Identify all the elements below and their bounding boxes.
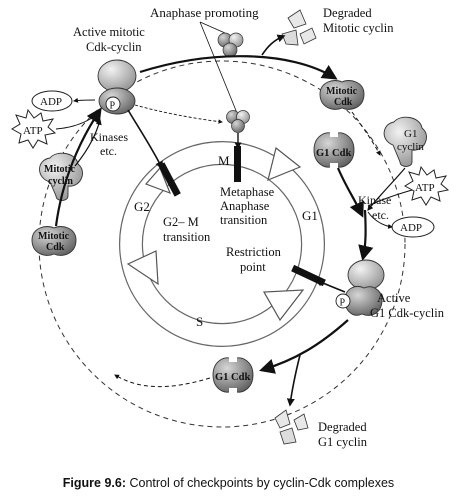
figure-caption: Figure 9.6: Control of checkpoints by cy…: [0, 476, 457, 490]
mitotic-cdk-right: Mitotic Cdk: [319, 80, 365, 110]
g1-cyclin: G1 cyclin: [383, 116, 427, 167]
figure-caption-text: Control of checkpoints by cyclin-Cdk com…: [126, 476, 395, 490]
g2m-transition-label: transition: [163, 230, 211, 244]
g2m-label: G2– M: [163, 215, 199, 229]
mitotic-cdk-right-label-2: Cdk: [334, 97, 353, 108]
anaphase-promoting-complex-bottom: [226, 110, 250, 133]
g1-cdk-top: G1 Cdk: [313, 128, 355, 172]
atp-left-burst: ATP: [11, 108, 57, 149]
phase-g1-label: G1: [302, 208, 318, 223]
adp-left-label: ADP: [40, 96, 62, 108]
phase-s-label: S: [196, 314, 203, 329]
anaphase-promoting-complex-top: [217, 32, 244, 58]
ring-arrowhead-right: [262, 289, 305, 322]
g1-cdk-bottom-label: G1 Cdk: [215, 372, 250, 383]
outer-dashed-cycle: [38, 60, 406, 428]
phase-g2-label: G2: [134, 199, 150, 214]
phase-m-label: M: [218, 153, 230, 168]
mitotic-cdk-right-label-1: Mitotic: [326, 86, 358, 97]
degraded-mitotic-cyclin-fragments: [281, 9, 317, 46]
g1-cdk-top-label: G1 Cdk: [316, 148, 351, 159]
adp-right-label: ADP: [400, 222, 422, 234]
active-g1-cdk-cyclin-complex: P: [335, 259, 385, 316]
atp-right-burst: ATP: [404, 165, 450, 206]
kinase-right-label: Kinase: [358, 193, 391, 207]
arrow-active-to-mitotic-cdk: [139, 55, 338, 80]
degraded-g1-cyclin-label: G1 cyclin: [318, 435, 368, 449]
metaphase-label: Metaphase: [220, 185, 275, 199]
degraded-g1-cyclin-fragments: [274, 409, 309, 445]
active-g1-cdk-cyclin-label: G1 Cdk-cyclin: [370, 306, 445, 320]
degraded-mitotic-label: Degraded: [323, 6, 372, 20]
mitotic-cdk-left: Mitotic Cdk: [31, 226, 77, 256]
anaphase-label: Anaphase: [220, 199, 270, 213]
active-mitotic-cdk-cyclin-complex: P: [97, 59, 137, 115]
metaphase-checkpoint-bar: [234, 146, 241, 182]
kinases-left-label: Kinases: [90, 130, 128, 144]
mitotic-cdk-left-label-1: Mitotic: [38, 231, 70, 242]
anaphase-promoting-label: Anaphase promoting: [150, 5, 259, 20]
g1-cyclin-label-1: G1: [404, 128, 417, 140]
figure-caption-label: Figure 9.6:: [62, 476, 127, 490]
g2m-checkpoint-bar: [158, 162, 181, 197]
adp-right: ADP: [391, 216, 435, 238]
restriction-label: Restriction: [226, 245, 282, 259]
kinase-right-etc-label: etc.: [372, 208, 389, 222]
metaphase-transition-label: transition: [220, 213, 268, 227]
adp-left: ADP: [31, 90, 73, 112]
ring-arrowhead-g2: [144, 166, 172, 195]
mitotic-cyclin-left-label-1: Mitotic: [44, 164, 76, 175]
atp-right-label: ATP: [415, 182, 435, 194]
atp-left-label: ATP: [23, 125, 43, 137]
active-g1-label: Active: [377, 291, 411, 305]
cell-cycle-ring: [119, 141, 325, 347]
phosphate-top-label: P: [110, 101, 116, 112]
mitotic-cdk-left-label-2: Cdk: [46, 242, 65, 253]
active-mitotic-label: Active mitotic: [73, 25, 145, 39]
ring-arrowhead-top: [267, 146, 302, 182]
kinases-left-etc-label: etc.: [100, 144, 117, 158]
degraded-g1-label: Degraded: [318, 420, 367, 434]
phosphate-bottom-label: P: [340, 298, 346, 309]
ring-arrowhead-left: [126, 250, 159, 286]
g1-cdk-bottom: G1 Cdk: [212, 353, 254, 397]
restriction-point-label: point: [240, 260, 266, 274]
active-mitotic-cdk-cyclin-label: Cdk-cyclin: [86, 40, 142, 54]
degraded-mitotic-cyclin-label: Mitotic cyclin: [323, 21, 394, 35]
g1-cyclin-label-2: cyclin: [397, 141, 424, 153]
mitotic-cyclin-left-label-2: cyclin: [48, 176, 73, 187]
